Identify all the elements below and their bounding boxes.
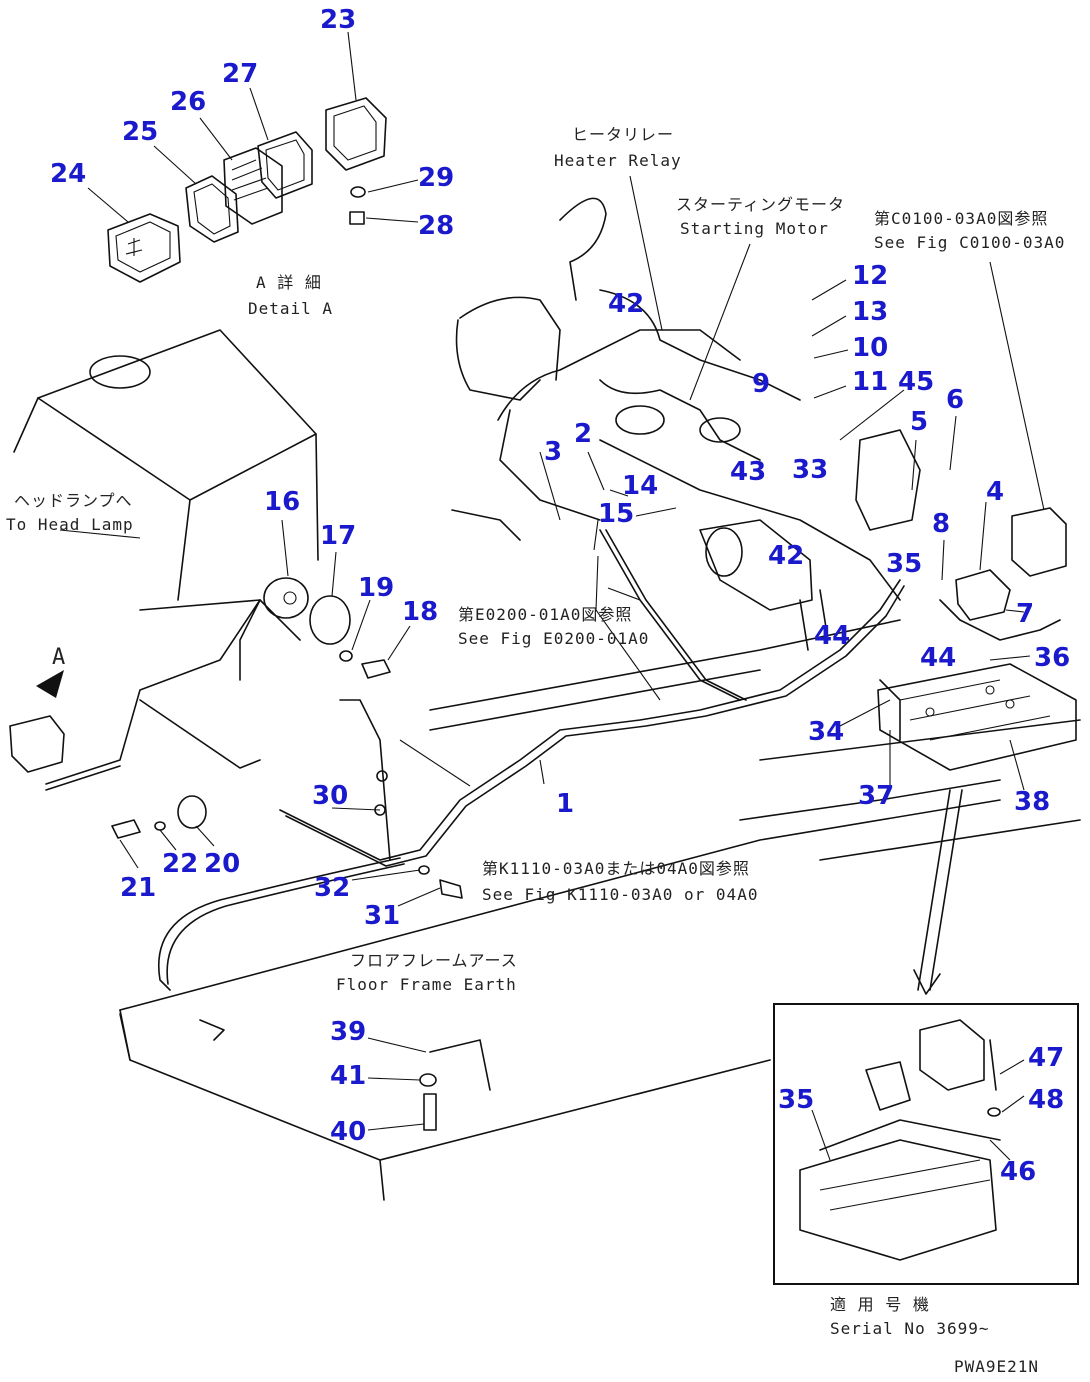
callout-15: 15 xyxy=(598,499,634,529)
callout-44-b: 44 xyxy=(920,643,956,673)
callout-5: 5 xyxy=(910,407,928,437)
callout-numbers: 1 2 3 4 5 6 7 8 9 10 11 12 13 14 15 16 1… xyxy=(50,5,1070,1187)
callout-38: 38 xyxy=(1014,787,1050,817)
callout-27: 27 xyxy=(222,59,258,89)
callout-6: 6 xyxy=(946,385,964,415)
detail-a-lamp-parts xyxy=(107,97,387,283)
callout-9: 9 xyxy=(752,369,770,399)
note-serial-jp: 適 用 号 機 xyxy=(830,1295,930,1314)
note-see-e0200-en: See Fig E0200-01A0 xyxy=(458,629,649,648)
note-heater-relay-jp: ヒータリレー xyxy=(572,125,674,144)
callout-20: 20 xyxy=(204,849,240,879)
callout-2: 2 xyxy=(574,419,592,449)
callout-16: 16 xyxy=(264,487,300,517)
inset-arrow xyxy=(913,789,963,995)
note-starting-motor-jp: スターティングモータ xyxy=(676,195,845,214)
callout-18: 18 xyxy=(402,597,438,627)
callout-21: 21 xyxy=(120,873,156,903)
callout-42-a: 42 xyxy=(608,289,644,319)
note-see-k1110-en: See Fig K1110-03A0 or 04A0 xyxy=(482,885,758,904)
callout-25: 25 xyxy=(122,117,158,147)
note-floor-frame-earth-jp: フロアフレームアース xyxy=(350,951,518,970)
callout-36: 36 xyxy=(1034,643,1070,673)
callout-46: 46 xyxy=(1000,1157,1036,1187)
callout-44-a: 44 xyxy=(814,621,850,651)
wiring-harness xyxy=(45,439,1061,991)
view-a-marker: A xyxy=(52,645,66,670)
callout-17: 17 xyxy=(320,521,356,551)
note-see-c0100-en: See Fig C0100-03A0 xyxy=(874,233,1065,252)
callout-23: 23 xyxy=(320,5,356,35)
callout-30: 30 xyxy=(312,781,348,811)
callout-37: 37 xyxy=(858,781,894,811)
note-to-head-lamp-en: To Head Lamp xyxy=(6,515,134,534)
callout-7: 7 xyxy=(1016,599,1034,629)
callout-26: 26 xyxy=(170,87,206,117)
engine-outline xyxy=(451,197,921,651)
callout-1: 1 xyxy=(556,789,574,819)
battery-assembly xyxy=(877,507,1077,771)
callout-28: 28 xyxy=(418,211,454,241)
callout-31: 31 xyxy=(364,901,400,931)
annotation-notes: ヒータリレー Heater Relay スターティングモータ Starting … xyxy=(6,125,1065,1376)
note-detail-a-en: Detail A xyxy=(248,299,333,318)
callout-45: 45 xyxy=(898,367,934,397)
leader-lines xyxy=(59,31,1045,1161)
callout-42-b: 42 xyxy=(768,541,804,571)
small-components xyxy=(9,577,491,1131)
callout-35-inset: 35 xyxy=(778,1085,814,1115)
callout-4: 4 xyxy=(986,477,1004,507)
note-starting-motor-en: Starting Motor xyxy=(680,219,829,238)
callout-8: 8 xyxy=(932,509,950,539)
callout-39: 39 xyxy=(330,1017,366,1047)
note-see-c0100-jp: 第C0100-03A0図参照 xyxy=(874,209,1048,228)
callout-40: 40 xyxy=(330,1117,366,1147)
drawing-code: PWA9E21N xyxy=(954,1357,1039,1376)
callout-48: 48 xyxy=(1028,1085,1064,1115)
note-floor-frame-earth-en: Floor Frame Earth xyxy=(336,975,517,994)
callout-11: 11 xyxy=(852,367,888,397)
callout-34: 34 xyxy=(808,717,844,747)
callout-10: 10 xyxy=(852,333,888,363)
serial-inset xyxy=(773,1003,1079,1285)
callout-19: 19 xyxy=(358,573,394,603)
note-serial-en: Serial No 3699~ xyxy=(830,1319,990,1338)
callout-3: 3 xyxy=(544,437,562,467)
callout-29: 29 xyxy=(418,163,454,193)
callout-32: 32 xyxy=(314,873,350,903)
note-see-k1110-jp: 第K1110-03A0または04A0図参照 xyxy=(482,859,750,878)
callout-13: 13 xyxy=(852,297,888,327)
callout-24: 24 xyxy=(50,159,86,189)
callout-12: 12 xyxy=(852,261,888,291)
callout-47: 47 xyxy=(1028,1043,1064,1073)
note-detail-a-jp: A 詳 細 xyxy=(256,273,322,292)
note-to-head-lamp-jp: ヘッドランプへ xyxy=(14,491,133,510)
callout-14: 14 xyxy=(622,471,658,501)
callout-35: 35 xyxy=(886,549,922,579)
callout-41: 41 xyxy=(330,1061,366,1091)
note-heater-relay-en: Heater Relay xyxy=(554,151,682,170)
note-see-e0200-jp: 第E0200-01A0図参照 xyxy=(458,605,632,624)
callout-22: 22 xyxy=(162,849,198,879)
callout-33: 33 xyxy=(792,455,828,485)
callout-43: 43 xyxy=(730,457,766,487)
